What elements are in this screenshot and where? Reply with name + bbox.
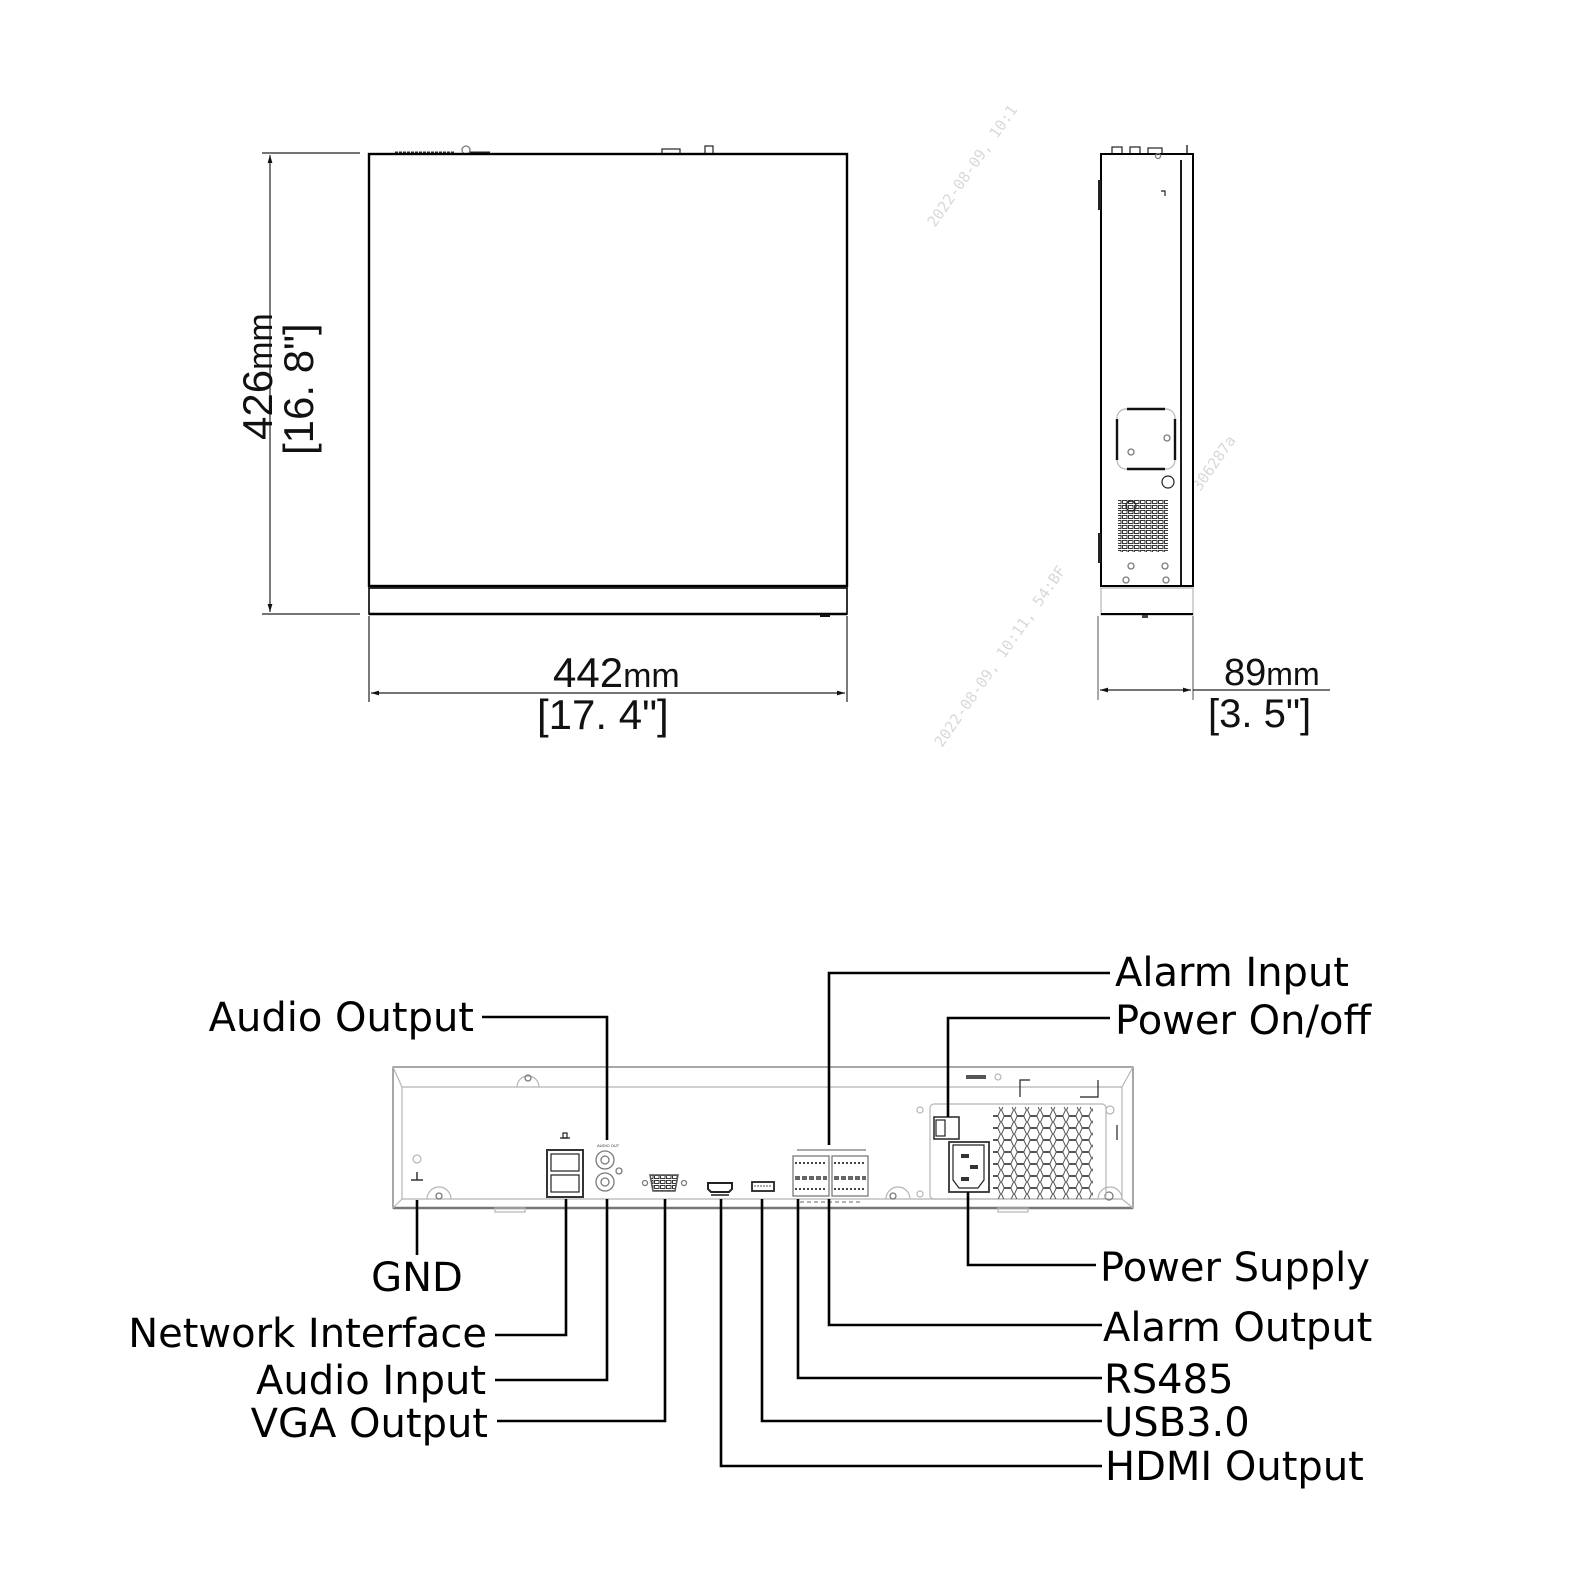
depth-mm-label: 89mm bbox=[1224, 652, 1320, 694]
watermark-text: 2022-08-09, 10:11, 54:BF bbox=[931, 562, 1070, 750]
label-power-supply: Power Supply bbox=[1100, 1245, 1370, 1291]
gnd-terminal bbox=[411, 1154, 423, 1181]
depth-dimension: 89mm [3. 5"] bbox=[1097, 616, 1330, 736]
power-inlet bbox=[948, 1141, 990, 1193]
side-view: 89mm [3. 5"] bbox=[1097, 145, 1330, 736]
watermark-text: 2022-08-09, 10:1 bbox=[924, 102, 1022, 231]
top-view-front-bezel bbox=[368, 587, 848, 615]
side-view-body bbox=[1100, 153, 1194, 587]
hdmi-port bbox=[707, 1182, 733, 1196]
fan-grille bbox=[993, 1107, 1093, 1199]
label-hdmi-output: HDMI Output bbox=[1105, 1444, 1364, 1490]
height-mm-label: 426mm bbox=[234, 313, 281, 440]
label-alarm-input: Alarm Input bbox=[1115, 950, 1349, 996]
label-network-interface: Network Interface bbox=[128, 1311, 487, 1357]
top-view: 426mm [16. 8"] 442mm [17. 4"] bbox=[234, 145, 849, 738]
alarm-terminal-block bbox=[792, 1149, 869, 1203]
side-vent bbox=[1118, 500, 1168, 552]
svg-text:AUDIO OUT: AUDIO OUT bbox=[597, 1143, 620, 1148]
width-dimension: 442mm [17. 4"] bbox=[368, 616, 848, 738]
usb-port bbox=[751, 1181, 775, 1192]
label-rs485: RS485 bbox=[1104, 1357, 1234, 1403]
width-mm-label: 442mm bbox=[553, 649, 680, 696]
watermark-text: 306287a bbox=[1189, 432, 1240, 494]
width-inch-label: [17. 4"] bbox=[537, 691, 669, 738]
depth-inch-label: [3. 5"] bbox=[1208, 692, 1311, 736]
leader-lines bbox=[415, 971, 1110, 1468]
height-inch-label: [16. 8"] bbox=[275, 323, 322, 455]
label-usb3: USB3.0 bbox=[1104, 1400, 1250, 1446]
power-switch bbox=[933, 1116, 960, 1140]
label-gnd: GND bbox=[371, 1255, 463, 1301]
rear-panel: AUDIO OUT bbox=[128, 950, 1372, 1490]
audio-ports: AUDIO OUT bbox=[595, 1143, 623, 1192]
label-alarm-output: Alarm Output bbox=[1103, 1305, 1372, 1351]
label-vga-output: VGA Output bbox=[251, 1401, 488, 1447]
vga-port bbox=[641, 1174, 688, 1192]
top-view-body bbox=[367, 152, 849, 588]
label-audio-output: Audio Output bbox=[209, 995, 474, 1041]
height-dimension: 426mm [16. 8"] bbox=[234, 152, 360, 615]
network-port bbox=[546, 1132, 584, 1198]
power-section bbox=[916, 1073, 1118, 1200]
label-audio-input: Audio Input bbox=[256, 1358, 486, 1404]
label-power-on-off: Power On/off bbox=[1115, 998, 1372, 1044]
